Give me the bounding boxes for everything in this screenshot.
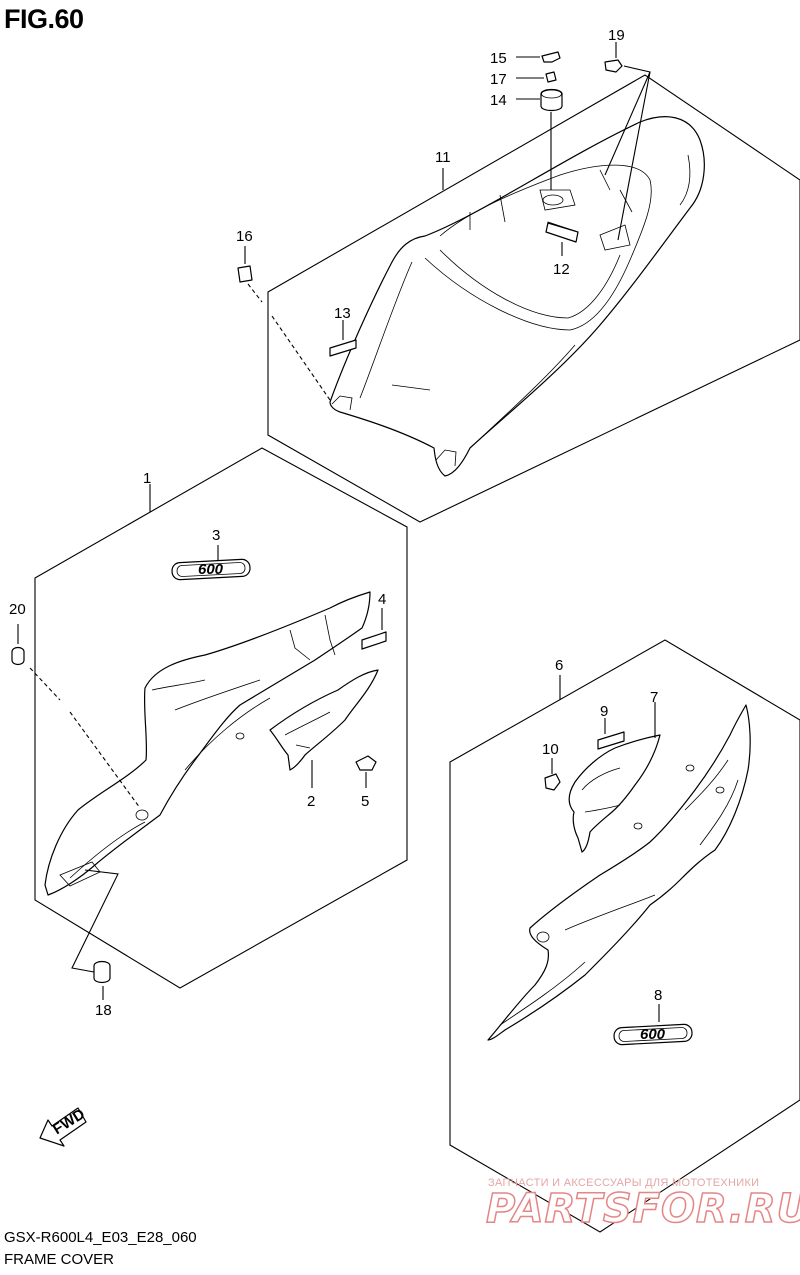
callout-13: 13: [334, 305, 351, 322]
callout-1: 1: [143, 470, 151, 487]
left-frame-cover: [44, 591, 371, 896]
callout-11: 11: [435, 149, 451, 166]
left-cover-group-frame: [34, 447, 408, 989]
callout-10: 10: [542, 741, 559, 758]
callout-18: 18: [95, 1002, 112, 1019]
callout-2: 2: [307, 793, 315, 810]
emblem-3-text: 600: [198, 561, 224, 578]
inner-cover-7: [568, 734, 661, 853]
inner-cover-2: [269, 669, 379, 771]
callout-7: 7: [650, 689, 658, 706]
watermark-brand: PARTSFOR.RU: [485, 1185, 800, 1233]
callout-6: 6: [555, 657, 563, 674]
callout-12: 12: [553, 261, 570, 278]
bolt-15: [541, 51, 561, 63]
callout-5: 5: [361, 793, 369, 810]
screw-10: [544, 773, 561, 791]
callout-17: 17: [490, 71, 507, 88]
callout-15: 15: [490, 50, 507, 67]
screw-16: [237, 265, 253, 283]
figure-title: FIG.60: [4, 4, 84, 34]
callout-4: 4: [378, 591, 386, 608]
right-frame-cover: [487, 704, 751, 1041]
watermark-tagline: ЗАПЧАСТИ И АКСЕССУАРЫ ДЛЯ МОТОТЕХНИКИ: [488, 1177, 760, 1189]
callout-9: 9: [600, 703, 608, 720]
right-cover-group-frame: [449, 639, 800, 1233]
label-sticker-12: [545, 222, 579, 243]
fwd-direction-arrow: FWD: [39, 1106, 88, 1147]
callout-8: 8: [654, 987, 662, 1004]
emblem-8-text: 600: [640, 1026, 666, 1043]
emblem-3: 600: [171, 558, 251, 581]
washer-17: [545, 71, 557, 83]
cushion-14: [540, 88, 563, 112]
label-sticker-13: [329, 339, 357, 357]
label-sticker-4: [361, 631, 387, 650]
seat-tail-group-frame: [267, 74, 800, 523]
seat-tail-cover: [329, 116, 705, 477]
callout-19: 19: [608, 27, 625, 44]
screw-19: [604, 59, 623, 73]
callout-3: 3: [212, 527, 220, 544]
figure-code: GSX-R600L4_E03_E28_060: [4, 1229, 197, 1246]
screw-5: [355, 755, 377, 771]
callout-20: 20: [9, 601, 26, 618]
grommet-20: [11, 646, 25, 666]
cushion-18: [93, 960, 111, 984]
emblem-8: 600: [613, 1023, 693, 1046]
figure-name: FRAME COVER: [4, 1251, 115, 1268]
callout-14: 14: [490, 92, 507, 109]
seat-hardware: [237, 51, 623, 283]
callout-16: 16: [236, 228, 253, 245]
label-sticker-9: [597, 731, 625, 750]
